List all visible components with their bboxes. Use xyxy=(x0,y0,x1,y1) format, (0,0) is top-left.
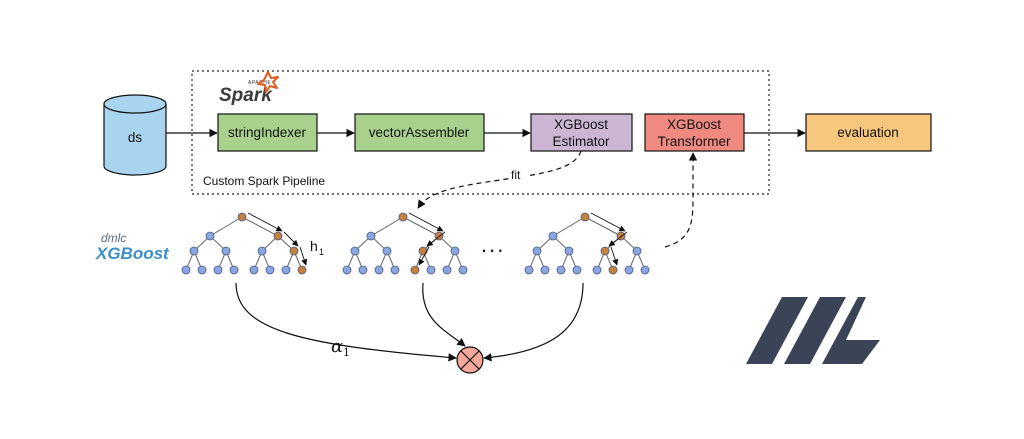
tree-node xyxy=(540,265,550,275)
tree-node xyxy=(548,231,558,241)
tree-node xyxy=(450,246,460,256)
h-subscript: 1 xyxy=(319,247,324,257)
pipeline-title: Custom Spark Pipeline xyxy=(203,174,325,188)
tree-node xyxy=(257,246,267,256)
tree-node xyxy=(398,212,408,222)
evaluation-label: evaluation xyxy=(837,125,899,140)
tree-node xyxy=(249,265,259,275)
tree-node xyxy=(564,246,574,256)
tree-node xyxy=(366,231,376,241)
decision-tree-1 xyxy=(181,212,308,275)
xgboost-transformer-box xyxy=(644,113,745,152)
tree-node xyxy=(342,265,352,275)
spark-logo: APACHE Spark xyxy=(219,71,279,106)
tree-node xyxy=(580,212,590,222)
tree-node xyxy=(524,265,534,275)
xgboost-estimator-box xyxy=(530,113,633,152)
h-label: h xyxy=(310,238,318,254)
ds-database: ds xyxy=(103,94,167,176)
tree-node xyxy=(556,265,566,275)
tree-node xyxy=(390,265,400,275)
tree-node xyxy=(297,265,307,275)
decision-tree-3 xyxy=(524,212,650,275)
trees-to-transformer-dashed-arrow xyxy=(664,152,698,248)
tree-node xyxy=(410,265,420,275)
tree-node xyxy=(189,246,199,256)
xgboost-transformer-line1: XGBoost xyxy=(667,117,721,132)
tree-node xyxy=(229,265,239,275)
fit-label: fit xyxy=(511,168,521,182)
ml-brand-logo xyxy=(746,297,880,364)
tree-node xyxy=(213,265,223,275)
tree-node xyxy=(624,265,634,275)
vector-assembler-box xyxy=(354,113,485,152)
xgboost-logo-prefix: dmlc xyxy=(101,231,126,245)
trees-ellipsis: ... xyxy=(481,232,505,257)
tree-node xyxy=(265,265,275,275)
tree-node xyxy=(600,246,610,256)
alpha-label: α xyxy=(331,336,343,357)
tree-node xyxy=(632,246,642,256)
tree-node xyxy=(458,265,468,275)
tree-node xyxy=(608,265,618,275)
tree-node xyxy=(592,265,602,275)
tree-node xyxy=(640,265,650,275)
tree-node xyxy=(418,246,428,256)
tree1-to-combiner-arrow xyxy=(235,282,457,362)
tree-node xyxy=(197,265,207,275)
tree-node xyxy=(289,246,299,256)
alpha-subscript: 1 xyxy=(343,346,350,359)
boosted-trees xyxy=(181,212,650,275)
spark-star-icon xyxy=(257,71,279,93)
tree-node xyxy=(532,246,542,256)
xgboost-logo-name: XGBoost xyxy=(95,244,170,263)
tree3-to-combiner-arrow xyxy=(483,282,584,362)
tree-node xyxy=(350,246,360,256)
tree-node xyxy=(572,265,582,275)
ds-label: ds xyxy=(128,130,143,145)
tree-node xyxy=(374,265,384,275)
tree-node xyxy=(382,246,392,256)
combiner-multiply-icon xyxy=(456,346,484,374)
fit-dashed-arrow xyxy=(417,150,582,209)
tree-node xyxy=(442,265,452,275)
tree-node xyxy=(221,246,231,256)
svg-text:Spark: Spark xyxy=(219,85,273,106)
tree-node xyxy=(237,212,247,222)
xgboost-estimator-line1: XGBoost xyxy=(554,117,608,132)
tree-node xyxy=(205,231,215,241)
evaluation-box xyxy=(805,113,932,152)
string-indexer-box xyxy=(217,113,318,152)
tree-node xyxy=(426,265,436,275)
vector-assembler-label: vectorAssembler xyxy=(369,125,470,140)
xgboost-transformer-line2: Transformer xyxy=(657,134,731,149)
tree-node xyxy=(358,265,368,275)
string-indexer-label: stringIndexer xyxy=(228,125,307,140)
decision-tree-2 xyxy=(342,212,468,275)
tree2-to-combiner-arrow xyxy=(422,282,466,347)
tree-node xyxy=(281,265,291,275)
tree-node xyxy=(181,265,191,275)
xgboost-estimator-line2: Estimator xyxy=(552,134,610,149)
tree-node xyxy=(273,231,283,241)
